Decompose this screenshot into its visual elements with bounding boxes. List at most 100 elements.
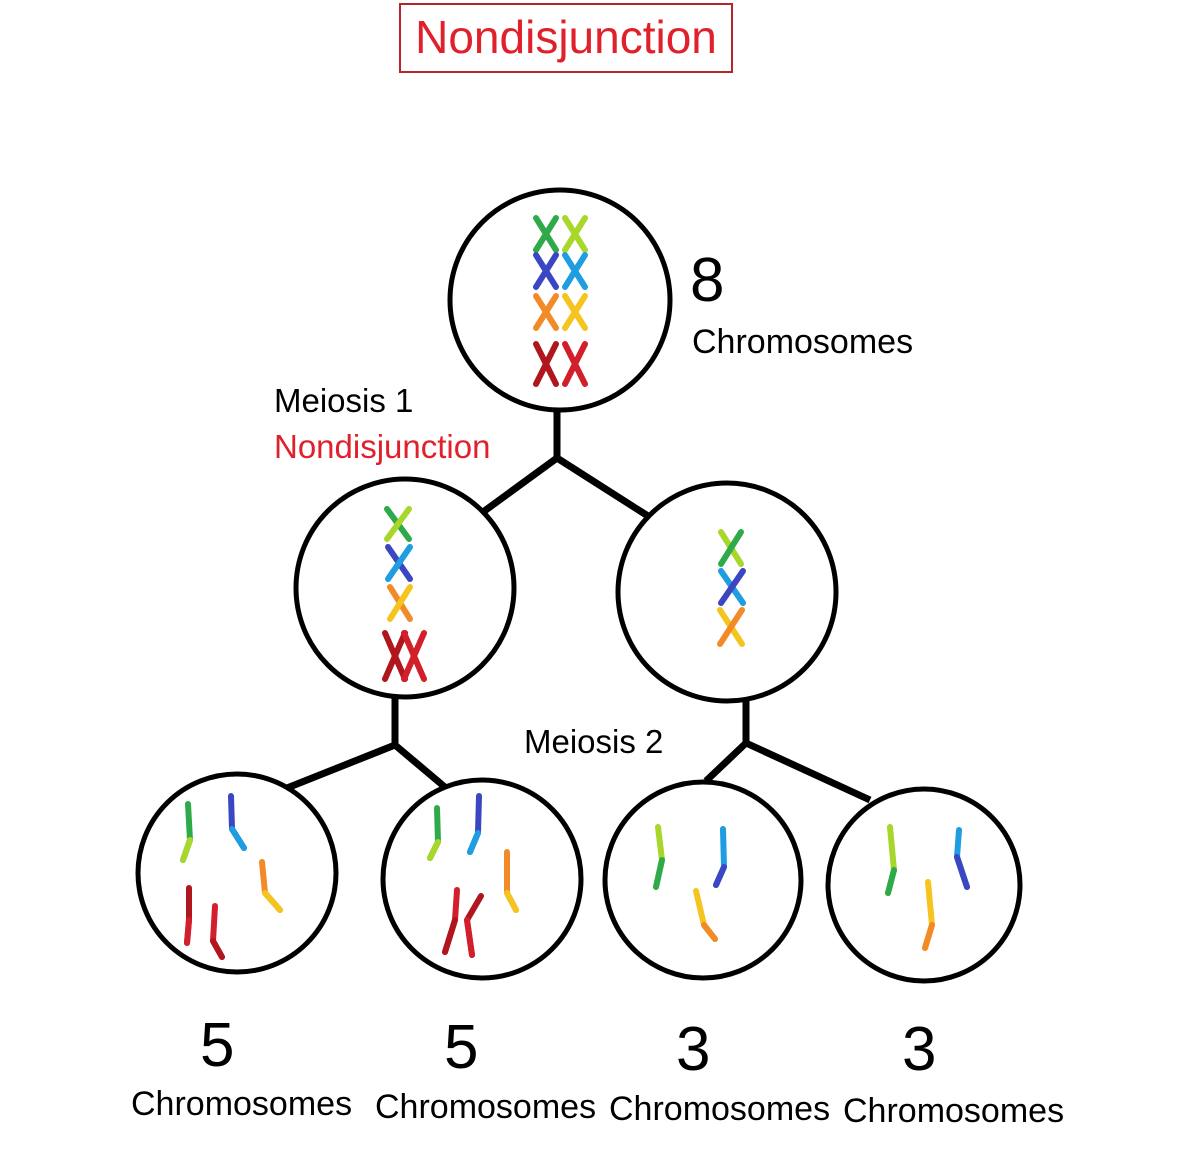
cell-membrane xyxy=(825,786,1023,984)
chromatid xyxy=(385,544,413,582)
chromosome-green xyxy=(180,801,193,863)
chromatid xyxy=(533,293,559,331)
cell-membrane xyxy=(380,777,584,981)
chromosome-sky xyxy=(718,568,746,606)
cell-membrane xyxy=(447,187,673,413)
chromosome-orange xyxy=(387,584,413,622)
cell-gamete-2 xyxy=(380,777,584,981)
chromosome-sky xyxy=(562,252,588,290)
nondisjunction-event-label: Nondisjunction xyxy=(274,428,491,465)
chromosome-green xyxy=(427,805,441,861)
connector-line xyxy=(480,455,560,515)
chromatid-tip xyxy=(467,830,481,855)
chromatid-tip xyxy=(229,826,247,851)
cell-gamete-4 xyxy=(825,786,1023,984)
chromatid xyxy=(562,215,588,253)
cell-meiosis1-right xyxy=(615,480,839,704)
chromatid xyxy=(562,341,588,387)
chromatid-tip xyxy=(464,917,475,958)
chromosome-lime xyxy=(885,824,897,896)
cell-parent xyxy=(447,187,673,413)
cell-membrane xyxy=(602,779,804,981)
division-connectors xyxy=(285,408,872,804)
chromosome-set xyxy=(717,529,746,647)
cell-gamete-3 xyxy=(602,779,804,981)
chromosome-yellow xyxy=(717,607,745,647)
gamete-1-count: 5 xyxy=(200,1011,235,1080)
chromosome-set xyxy=(382,506,427,682)
chromosome-red xyxy=(210,903,225,960)
chromosome-red xyxy=(562,341,588,387)
chromosome-indigo xyxy=(385,544,413,582)
parent-count: 8 xyxy=(690,246,725,315)
chromatid xyxy=(562,293,588,331)
chromatid-tip xyxy=(954,854,970,890)
meiosis-2-label: Meiosis 2 xyxy=(524,723,664,760)
connector-line xyxy=(703,740,749,784)
chromosome-darkred xyxy=(533,341,559,387)
chromosome-set xyxy=(653,824,727,942)
chromatid xyxy=(562,252,588,290)
chromosome-green xyxy=(533,215,559,253)
chromosome-lime xyxy=(718,529,744,567)
chromosome-set xyxy=(533,215,588,387)
chromatid-tip xyxy=(180,837,193,863)
chromatid-tip xyxy=(184,917,192,946)
chromatid xyxy=(718,568,746,606)
chromosome-sky xyxy=(954,827,970,890)
cells xyxy=(135,187,1023,984)
cell-membrane xyxy=(293,476,517,700)
chromosome-orange xyxy=(533,293,559,331)
gamete-4-count: 3 xyxy=(902,1015,937,1084)
gamete-4-count-unit: Chromosomes xyxy=(843,1092,1065,1130)
diagram-title: Nondisjunction xyxy=(415,11,717,63)
chromatid-tip xyxy=(701,922,718,942)
chromosome-set xyxy=(427,793,519,958)
chromatid xyxy=(387,584,413,622)
chromosome-red xyxy=(401,630,427,682)
chromatid xyxy=(718,529,744,567)
chromosome-yellow xyxy=(922,879,935,951)
chromosome-set xyxy=(180,793,283,960)
chromatid-tip xyxy=(427,839,441,861)
title-box: Nondisjunction xyxy=(399,3,733,73)
chromosome-orange xyxy=(259,859,283,913)
chromatid-tip xyxy=(504,890,519,913)
gamete-1-count-unit: Chromosomes xyxy=(131,1085,353,1123)
cell-gamete-1 xyxy=(135,771,339,975)
chromosome-sky xyxy=(713,826,727,888)
chromosome-lime xyxy=(653,824,665,890)
chromatid-tip xyxy=(885,867,897,896)
connector-line xyxy=(555,455,650,519)
chromatid-tip xyxy=(210,938,225,960)
chromatid xyxy=(401,630,427,682)
chromatid-tip xyxy=(262,890,283,913)
cell-membrane xyxy=(135,771,339,975)
chromatid xyxy=(384,506,412,542)
connector-line xyxy=(744,739,872,804)
connector-line xyxy=(392,742,449,791)
chromatid-tip xyxy=(922,922,935,951)
chromosome-indigo xyxy=(228,793,247,851)
chromatid-tip xyxy=(442,917,458,955)
chromosome-darkred xyxy=(464,893,484,958)
chromatid xyxy=(533,341,559,387)
chromatid xyxy=(533,252,559,290)
chromatid-tip xyxy=(653,857,665,890)
chromatid xyxy=(717,607,745,647)
chromosome-yellow xyxy=(562,293,588,331)
gamete-3-count: 3 xyxy=(676,1015,711,1084)
chromosome-indigo xyxy=(467,793,482,855)
parent-count-unit: Chromosomes xyxy=(692,323,914,361)
chromatid-tip xyxy=(713,864,727,888)
chromosome-green xyxy=(384,506,412,542)
gamete-2-count: 5 xyxy=(444,1013,479,1082)
chromosome-lime xyxy=(562,215,588,253)
chromatid xyxy=(533,215,559,253)
chromosome-yellow xyxy=(693,888,718,942)
chromosome-orange xyxy=(504,849,519,913)
meiosis-1-label: Meiosis 1 xyxy=(274,382,414,419)
cell-meiosis1-left xyxy=(293,476,517,700)
chromosome-set xyxy=(885,824,970,951)
